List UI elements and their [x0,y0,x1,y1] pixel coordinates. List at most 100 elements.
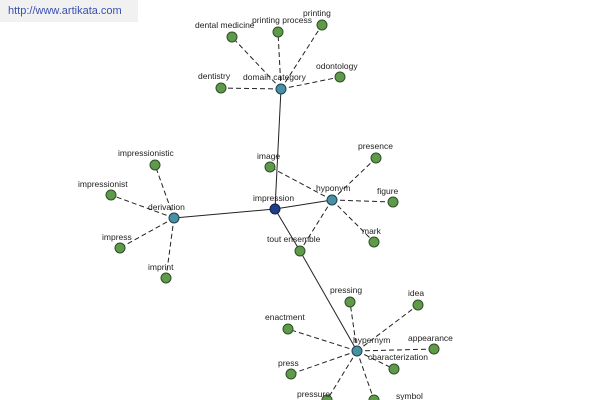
node-imprint[interactable]: imprint [148,262,174,284]
node-dot-image[interactable] [264,161,276,173]
node-dot-appearance[interactable] [428,343,440,355]
node-impress[interactable]: impress [102,232,132,254]
node-label-mark: mark [362,226,382,236]
node-dot-imprint[interactable] [160,272,172,284]
node-mark[interactable]: mark [362,226,382,248]
node-image[interactable]: image [257,151,280,173]
node-dentistry[interactable]: dentistry [198,71,231,94]
node-label-figure: figure [377,186,399,196]
edge-domain-category-to-dentistry [220,87,282,90]
node-presence[interactable]: presence [358,141,393,164]
edge-hyponym-to-presence [331,157,377,201]
edge-hypernym-to-appearance [356,348,435,352]
node-label-odontology: odontology [316,61,358,71]
node-dot-impress[interactable] [114,242,126,254]
node-label-tout-ensemble: tout ensemble [267,234,321,244]
edges-layer [110,24,435,400]
node-label-characterization: characterization [368,352,428,362]
node-figure[interactable]: figure [377,186,399,208]
node-impressionistic[interactable]: impressionistic [118,148,174,171]
node-dot-impressionistic[interactable] [149,159,161,171]
node-label-image: image [257,151,280,161]
node-label-impression: impression [253,193,294,203]
node-label-presence: presence [358,141,393,151]
node-printing[interactable]: printing [303,8,331,31]
node-dot-derivation[interactable] [168,212,180,224]
edge-impression-to-tout-ensemble [274,208,301,252]
edge-hypernym-to-characterization [356,350,395,370]
source-url[interactable]: http://www.artikata.com [0,0,138,22]
node-label-hyponym: hyponym [316,183,351,193]
node-domain-category[interactable]: domain category [243,72,307,95]
node-pressure[interactable]: pressure [297,389,333,400]
node-dot-characterization[interactable] [388,363,400,375]
node-idea[interactable]: idea [408,288,424,311]
edge-derivation-to-impressionist [110,194,175,219]
node-dot-figure[interactable] [387,196,399,208]
node-dental-medicine[interactable]: dental medicine [195,20,255,43]
node-dot-dental-medicine[interactable] [226,31,238,43]
node-label-symbol: symbol [396,391,423,400]
node-dot-printing-process[interactable] [272,26,284,38]
node-dot-dentistry[interactable] [215,82,227,94]
node-dot-presence[interactable] [370,152,382,164]
node-pressing[interactable]: pressing [330,285,362,308]
node-dot-impressionist[interactable] [105,189,117,201]
edge-domain-category-to-dental-medicine [231,36,282,90]
node-odontology[interactable]: odontology [316,61,358,83]
node-dot-odontology[interactable] [334,71,346,83]
node-label-dental-medicine: dental medicine [195,20,255,30]
node-press[interactable]: press [278,358,299,380]
edge-hypernym-to-symbol [356,350,375,400]
node-impression[interactable]: impression [253,193,294,215]
node-dot-symbol[interactable] [368,394,380,400]
node-dot-press[interactable] [285,368,297,380]
edge-hyponym-to-tout-ensemble [299,199,333,252]
edge-domain-category-to-printing [280,24,323,90]
node-label-printing-process: printing process [252,15,312,25]
node-impressionist[interactable]: impressionist [78,179,128,201]
edge-derivation-to-imprint [165,217,175,279]
nodes-layer: impression domain category hyponym derivati… [78,8,453,400]
node-dot-pressure[interactable] [321,394,333,400]
node-dot-pressing[interactable] [344,296,356,308]
edge-hypernym-to-press [290,350,358,375]
node-label-impressionistic: impressionistic [118,148,174,158]
node-label-idea: idea [408,288,424,298]
node-dot-idea[interactable] [412,299,424,311]
node-dot-printing[interactable] [316,19,328,31]
node-label-pressure: pressure [297,389,330,399]
node-dot-tout-ensemble[interactable] [294,245,306,257]
node-dot-hyponym[interactable] [326,194,338,206]
node-derivation[interactable]: derivation [148,202,185,224]
node-label-enactment: enactment [265,312,305,322]
node-dot-enactment[interactable] [282,323,294,335]
node-appearance[interactable]: appearance [408,333,453,355]
edge-tout-ensemble-to-hypernym [299,250,358,352]
node-tout-ensemble[interactable]: tout ensemble [267,234,321,257]
edge-hypernym-to-pressure [326,350,358,400]
edge-impression-to-domain-category [274,88,282,210]
node-label-pressing: pressing [330,285,362,295]
edge-domain-category-to-odontology [280,76,341,90]
node-label-domain-category: domain category [243,72,307,82]
edge-hypernym-to-idea [356,304,419,352]
node-dot-impression[interactable] [269,203,281,215]
node-hyponym[interactable]: hyponym [316,183,351,206]
node-dot-hypernym[interactable] [351,345,363,357]
node-printing-process[interactable]: printing process [252,15,312,38]
node-label-appearance: appearance [408,333,453,343]
node-label-imprint: imprint [148,262,174,272]
edge-domain-category-to-printing-process [277,31,282,90]
node-enactment[interactable]: enactment [265,312,305,335]
node-characterization[interactable]: characterization [368,352,428,375]
node-dot-mark[interactable] [368,236,380,248]
node-hypernym[interactable]: hypernym [351,335,390,357]
edge-impression-to-hyponym [274,199,333,210]
edge-hypernym-to-enactment [287,328,358,352]
node-dot-domain-category[interactable] [275,83,287,95]
node-label-hypernym: hypernym [353,335,390,345]
node-symbol[interactable]: symbol [368,391,423,400]
edge-derivation-to-impress [119,217,175,249]
